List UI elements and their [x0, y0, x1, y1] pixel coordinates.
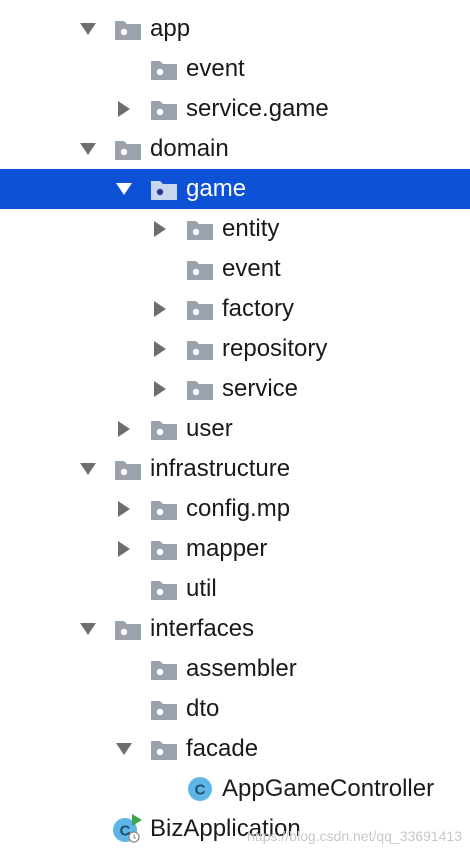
folder-icon [150, 697, 178, 721]
folder-icon [186, 377, 214, 401]
folder-icon [186, 337, 214, 361]
folder-icon [186, 297, 214, 321]
folder-icon [186, 257, 214, 281]
tree-node-folder[interactable]: game [0, 169, 470, 209]
tree-node-folder[interactable]: service.game [0, 89, 470, 129]
java-class-icon: C [186, 775, 214, 801]
tree-node-folder[interactable]: event [0, 249, 470, 289]
collapsed-arrow-icon[interactable] [114, 409, 134, 449]
folder-icon [150, 537, 178, 561]
folder-icon [150, 97, 178, 121]
tree-node-folder[interactable]: facade [0, 729, 470, 769]
tree-node-label: game [186, 175, 247, 202]
tree-node-folder[interactable]: mapper [0, 529, 470, 569]
tree-node-label: BizApplication [150, 815, 301, 842]
tree-node-label: interfaces [150, 615, 255, 642]
tree-node-folder[interactable]: assembler [0, 649, 470, 689]
folder-icon [150, 657, 178, 681]
tree-node-label: user [186, 415, 233, 442]
tree-node-folder[interactable]: service [0, 369, 470, 409]
tree-node-folder[interactable]: app [0, 9, 470, 49]
tree-node-label: entity [222, 215, 280, 242]
tree-node-label: facade [186, 735, 259, 762]
expanded-arrow-icon[interactable] [78, 449, 98, 489]
folder-icon [114, 457, 142, 481]
tree-node-label: factory [222, 295, 295, 322]
tree-node-label: repository [222, 335, 328, 362]
tree-node-label: AppGameController [222, 775, 435, 802]
tree-node-label: event [222, 255, 281, 282]
folder-icon [114, 137, 142, 161]
expanded-arrow-icon[interactable] [78, 609, 98, 649]
tree-node-label: event [186, 55, 245, 82]
folder-icon [150, 577, 178, 601]
collapsed-arrow-icon[interactable] [150, 369, 170, 409]
tree-node-folder[interactable]: factory [0, 289, 470, 329]
folder-icon [150, 497, 178, 521]
collapsed-arrow-icon[interactable] [150, 329, 170, 369]
tree-node-label: infrastructure [150, 455, 291, 482]
expanded-arrow-icon[interactable] [78, 9, 98, 49]
tree-node-folder[interactable]: config.mp [0, 489, 470, 529]
folder-icon [150, 177, 178, 201]
tree-node-folder[interactable]: domain [0, 129, 470, 169]
spring-app-class-icon: C [112, 813, 142, 843]
tree-node-label: domain [150, 135, 229, 162]
tree-node-label: service [222, 375, 299, 402]
tree-node-folder[interactable]: util [0, 569, 470, 609]
tree-node-label: config.mp [186, 495, 291, 522]
expanded-arrow-icon[interactable] [114, 729, 134, 769]
tree-node-label: app [150, 15, 191, 42]
tree-node-label: assembler [186, 655, 297, 682]
tree-node-folder[interactable]: infrastructure [0, 449, 470, 489]
tree-node-folder[interactable]: event [0, 49, 470, 89]
folder-icon [114, 17, 142, 41]
folder-icon [150, 417, 178, 441]
tree-node-folder[interactable]: interfaces [0, 609, 470, 649]
folder-icon [150, 57, 178, 81]
collapsed-arrow-icon[interactable] [114, 489, 134, 529]
tree-node-folder[interactable]: entity [0, 209, 470, 249]
tree-node-file[interactable]: C BizApplication [0, 809, 470, 849]
collapsed-arrow-icon[interactable] [114, 89, 134, 129]
tree-node-label: util [186, 575, 217, 602]
collapsed-arrow-icon[interactable] [150, 209, 170, 249]
tree-node-file[interactable]: C AppGameController [0, 769, 470, 809]
tree-node-folder[interactable]: repository [0, 329, 470, 369]
collapsed-arrow-icon[interactable] [150, 289, 170, 329]
folder-icon [150, 737, 178, 761]
folder-icon [186, 217, 214, 241]
expanded-arrow-icon[interactable] [78, 129, 98, 169]
tree-node-label: service.game [186, 95, 329, 122]
folder-icon [114, 617, 142, 641]
tree-node-folder[interactable]: dto [0, 689, 470, 729]
tree-node-label: mapper [186, 535, 268, 562]
tree-node-folder[interactable]: user [0, 409, 470, 449]
tree-node-label: dto [186, 695, 220, 722]
svg-text:C: C [195, 782, 206, 799]
expanded-arrow-icon[interactable] [114, 169, 134, 209]
collapsed-arrow-icon[interactable] [114, 529, 134, 569]
svg-text:C: C [120, 823, 131, 840]
